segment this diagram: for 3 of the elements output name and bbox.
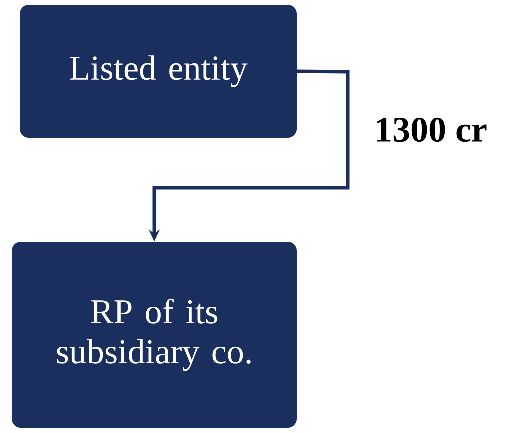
process-box: RP of its subsidiary co.: [12, 242, 297, 428]
process-box: Listed entity: [20, 5, 297, 138]
edge-label: 1300 cr: [374, 116, 488, 144]
